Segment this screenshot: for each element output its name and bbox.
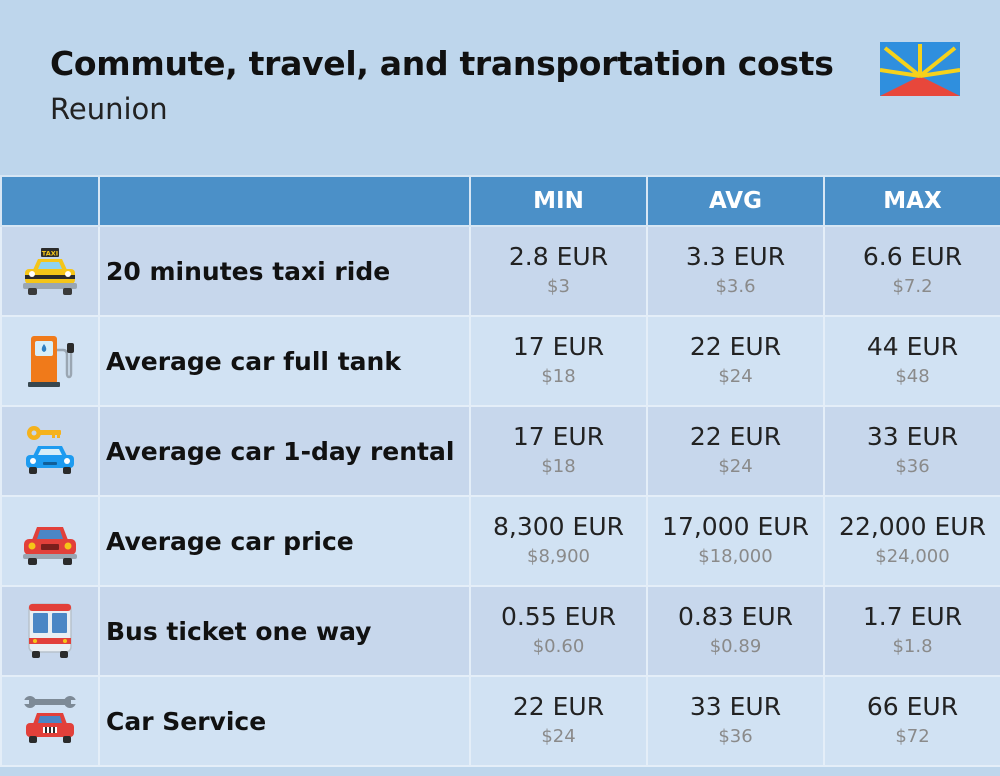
table-row: Car Service 22 EUR $24 33 EUR $36 66 EUR $7… <box>0 675 1000 767</box>
max-usd-value: $1.8 <box>892 636 933 657</box>
avg-usd-value: $24 <box>718 456 753 477</box>
avg-cell: 3.3 EUR $3.6 <box>646 225 825 317</box>
max-usd-value: $72 <box>895 726 930 747</box>
avg-usd-value: $18,000 <box>698 546 773 567</box>
min-eur-value: 8,300 EUR <box>493 512 624 541</box>
location-subtitle: Reunion <box>50 92 168 126</box>
taxi-sign-text: TAXI <box>42 250 58 258</box>
row-label: 20 minutes taxi ride <box>98 225 471 317</box>
avg-eur-value: 17,000 EUR <box>662 512 809 541</box>
column-header-min: MIN <box>469 175 648 227</box>
min-eur-value: 17 EUR <box>512 422 605 451</box>
avg-cell: 22 EUR $24 <box>646 315 825 407</box>
column-header-icon <box>0 175 100 227</box>
table-row: Bus ticket one way 0.55 EUR $0.60 0.83 EU… <box>0 585 1000 677</box>
max-cell: 33 EUR $36 <box>823 405 1000 497</box>
max-usd-value: $48 <box>895 366 930 387</box>
table-row: Average car 1-day rental 17 EUR $18 22 EU… <box>0 405 1000 497</box>
max-cell: 6.6 EUR $7.2 <box>823 225 1000 317</box>
table-row: TAXI 20 minutes taxi ride 2.8 EUR $3 3.3 … <box>0 225 1000 317</box>
row-label: Average car price <box>98 495 471 587</box>
max-usd-value: $24,000 <box>875 546 950 567</box>
min-usd-value: $24 <box>541 726 576 747</box>
min-usd-value: $3 <box>547 276 570 297</box>
avg-eur-value: 22 EUR <box>689 332 782 361</box>
min-cell: 8,300 EUR $8,900 <box>469 495 648 587</box>
max-cell: 66 EUR $72 <box>823 675 1000 767</box>
max-usd-value: $7.2 <box>892 276 933 297</box>
column-header-max: MAX <box>823 175 1000 227</box>
page-title: Commute, travel, and transportation cost… <box>50 44 834 83</box>
min-eur-value: 0.55 EUR <box>500 602 617 631</box>
min-cell: 22 EUR $24 <box>469 675 648 767</box>
column-header-avg: AVG <box>646 175 825 227</box>
max-eur-value: 1.7 EUR <box>862 602 963 631</box>
avg-eur-value: 0.83 EUR <box>677 602 794 631</box>
row-label: Average car full tank <box>98 315 471 407</box>
max-eur-value: 22,000 EUR <box>839 512 986 541</box>
reunion-flag-icon <box>880 42 960 96</box>
fuel-pump-icon <box>28 336 74 387</box>
min-eur-value: 22 EUR <box>512 692 605 721</box>
car-service-wrench-icon <box>22 696 78 743</box>
min-usd-value: $18 <box>541 456 576 477</box>
min-eur-value: 2.8 EUR <box>508 242 609 271</box>
min-usd-value: $18 <box>541 366 576 387</box>
avg-eur-value: 3.3 EUR <box>685 242 786 271</box>
max-eur-value: 33 EUR <box>866 422 959 451</box>
table-row: Average car price 8,300 EUR $8,900 17,000… <box>0 495 1000 587</box>
max-eur-value: 6.6 EUR <box>862 242 963 271</box>
min-cell: 17 EUR $18 <box>469 315 648 407</box>
transportation-costs-table: MIN AVG MAX TAXI <box>0 175 1000 767</box>
row-label: Bus ticket one way <box>98 585 471 677</box>
car-rental-key-icon <box>26 426 74 474</box>
row-label: Average car 1-day rental <box>98 405 471 497</box>
avg-usd-value: $3.6 <box>715 276 756 297</box>
min-usd-value: $8,900 <box>527 546 590 567</box>
red-car-icon <box>23 527 77 565</box>
column-header-label <box>98 175 471 227</box>
max-eur-value: 66 EUR <box>866 692 959 721</box>
avg-usd-value: $36 <box>718 726 753 747</box>
min-cell: 0.55 EUR $0.60 <box>469 585 648 677</box>
max-cell: 44 EUR $48 <box>823 315 1000 407</box>
max-cell: 1.7 EUR $1.8 <box>823 585 1000 677</box>
taxi-icon: TAXI <box>23 248 77 295</box>
max-eur-value: 44 EUR <box>866 332 959 361</box>
avg-eur-value: 22 EUR <box>689 422 782 451</box>
max-usd-value: $36 <box>895 456 930 477</box>
avg-cell: 33 EUR $36 <box>646 675 825 767</box>
avg-eur-value: 33 EUR <box>689 692 782 721</box>
min-eur-value: 17 EUR <box>512 332 605 361</box>
table-header-row: MIN AVG MAX <box>0 175 1000 227</box>
avg-usd-value: $24 <box>718 366 753 387</box>
max-cell: 22,000 EUR $24,000 <box>823 495 1000 587</box>
avg-cell: 0.83 EUR $0.89 <box>646 585 825 677</box>
min-cell: 2.8 EUR $3 <box>469 225 648 317</box>
avg-cell: 17,000 EUR $18,000 <box>646 495 825 587</box>
avg-usd-value: $0.89 <box>709 636 762 657</box>
min-cell: 17 EUR $18 <box>469 405 648 497</box>
avg-cell: 22 EUR $24 <box>646 405 825 497</box>
table-row: Average car full tank 17 EUR $18 22 EUR $2… <box>0 315 1000 407</box>
bus-icon <box>28 603 72 658</box>
row-label: Car Service <box>98 675 471 767</box>
min-usd-value: $0.60 <box>532 636 585 657</box>
